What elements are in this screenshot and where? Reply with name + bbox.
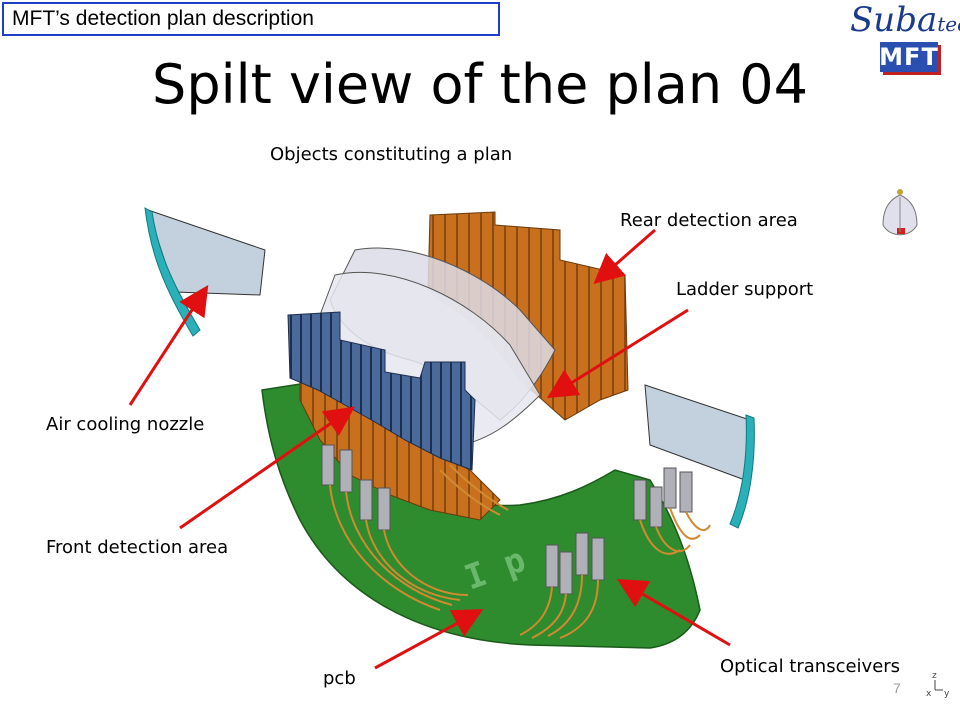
optical-transceivers — [321, 444, 711, 639]
slide-title: Spilt view of the plan 04 — [152, 53, 808, 116]
label-pcb: pcb — [323, 668, 356, 689]
arrow-rear — [593, 228, 656, 284]
arrow-air — [128, 284, 209, 406]
label-air-cooling-nozzle: Air cooling nozzle — [46, 414, 205, 435]
label-ladder-support: Ladder support — [676, 279, 814, 300]
air-cooling-nozzle-left — [144, 207, 266, 337]
svg-text:z: z — [932, 671, 937, 681]
arrow-pcb — [374, 609, 484, 670]
label-front-detection-area: Front detection area — [46, 537, 229, 558]
label-rear-detection-area: Rear detection area — [620, 210, 798, 231]
subtitle-label: Objects constituting a plan — [270, 144, 513, 165]
axes-indicator: z x y — [926, 671, 950, 699]
header-text: MFT’s detection plan description — [12, 7, 314, 30]
label-optical-transceivers: Optical transceivers — [720, 656, 901, 677]
arrow-optical — [616, 578, 731, 647]
subatech-logo: Subatech — [850, 0, 960, 40]
svg-text:y: y — [944, 689, 950, 699]
orientation-icon — [882, 189, 918, 236]
svg-text:x: x — [926, 689, 932, 699]
annotation-arrows — [128, 228, 731, 670]
air-cooling-nozzle-right — [644, 384, 755, 529]
page-number: 7 — [893, 680, 901, 696]
arrow-front — [179, 406, 355, 530]
mft-logo: MFT — [879, 42, 939, 72]
header-box: MFT’s detection plan description — [2, 2, 500, 36]
arrow-ladder — [546, 308, 689, 399]
